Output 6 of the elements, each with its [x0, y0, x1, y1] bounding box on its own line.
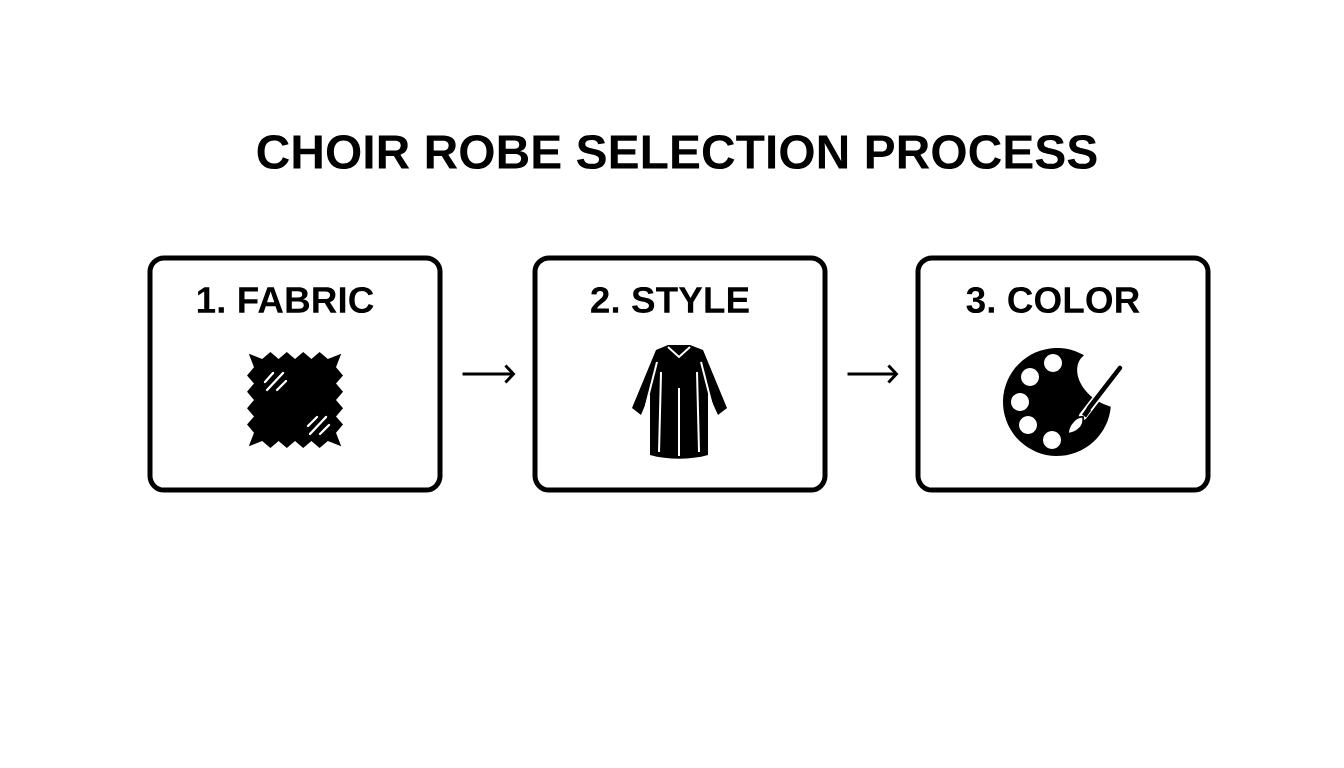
step-box: 3. COLOR	[915, 255, 1211, 493]
arrow	[462, 364, 516, 384]
step-box: 1. FABRIC	[147, 255, 443, 493]
title: CHOIR ROBE SELECTION PROCESS	[257, 135, 1097, 169]
step-box: 2. STYLE	[532, 255, 828, 493]
arrow	[847, 364, 899, 384]
